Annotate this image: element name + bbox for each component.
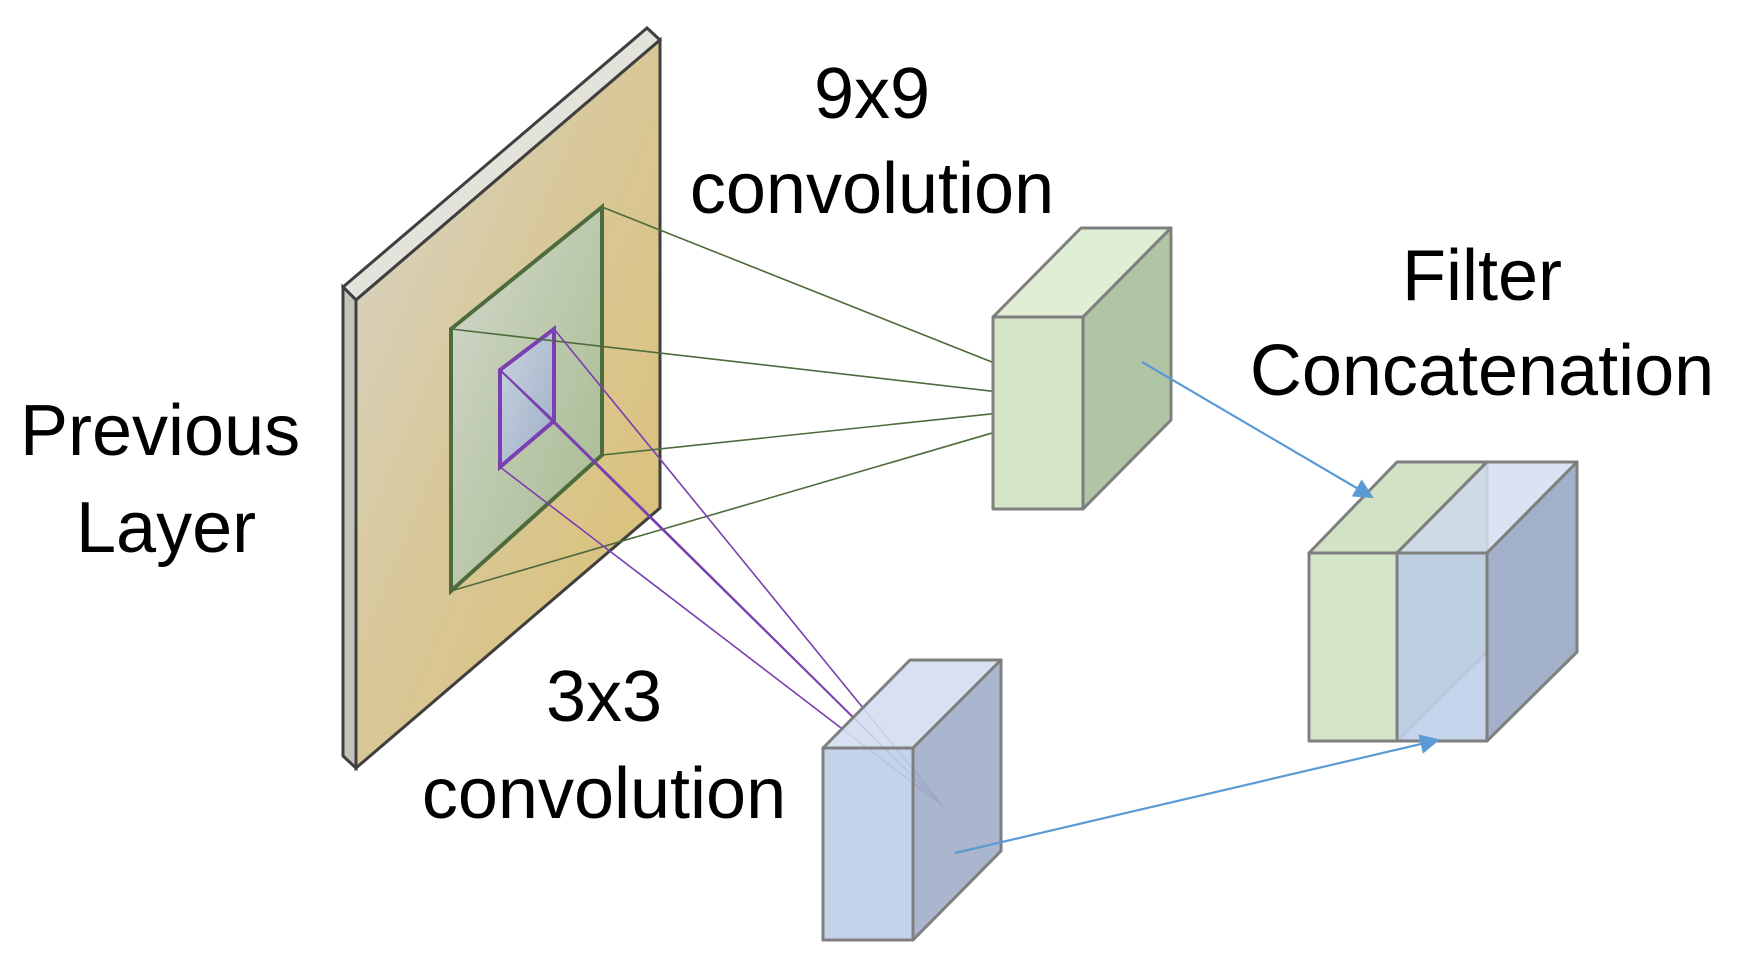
conv9-block <box>991 226 1173 511</box>
label-previous-layer-line1: Previous <box>20 391 300 471</box>
label-previous-layer-line2: Layer <box>76 488 256 568</box>
label-conv9-line1: 9x9 <box>814 54 930 134</box>
label-concat-line1: Filter <box>1402 236 1562 316</box>
label-conv3-line2: convolution <box>422 754 786 834</box>
label-conv9-line2: convolution <box>690 149 1054 229</box>
arrow-conv3-to-concat <box>954 734 1440 855</box>
conv3-block <box>821 658 1003 942</box>
arrow-conv9-to-concat <box>1141 361 1374 499</box>
label-conv3-line1: 3x3 <box>546 657 662 737</box>
concat-block <box>1307 460 1579 743</box>
label-concat-line2: Concatenation <box>1250 331 1714 411</box>
